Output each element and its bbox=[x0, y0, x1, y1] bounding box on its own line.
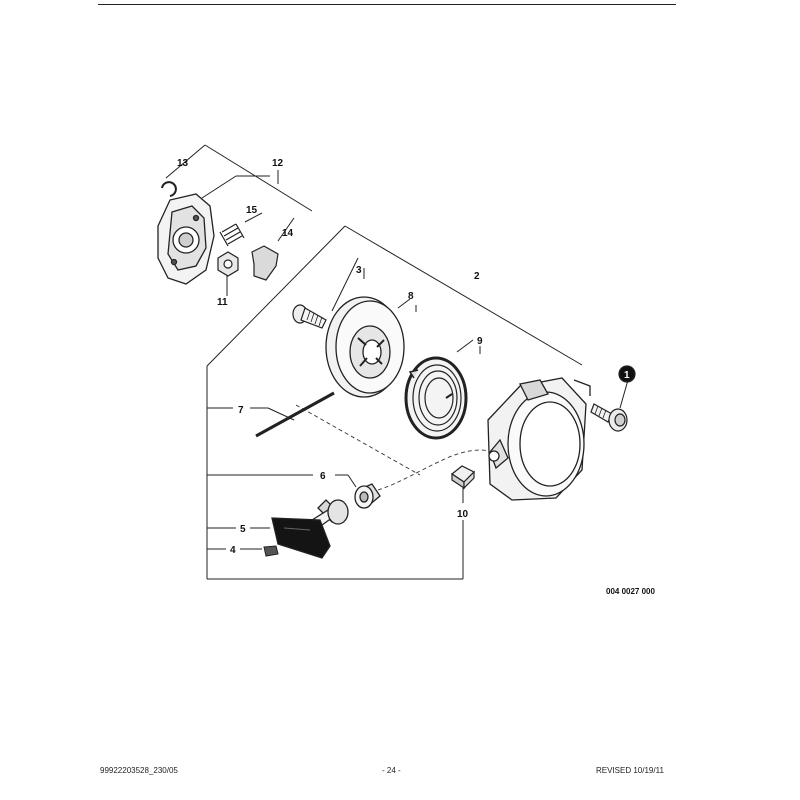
footer-part-number: 99922203528_230/05 bbox=[100, 766, 178, 775]
rope-part-7 bbox=[255, 391, 335, 438]
nut-part-11 bbox=[217, 251, 239, 277]
callout-13: 13 bbox=[177, 158, 189, 169]
pulley-part-8 bbox=[325, 296, 405, 398]
callout-7: 7 bbox=[238, 405, 244, 416]
insert-part-4 bbox=[263, 545, 279, 557]
callout-3: 3 bbox=[356, 265, 362, 276]
callout-9: 9 bbox=[477, 336, 483, 347]
figure-code: 004 0027 000 bbox=[606, 587, 655, 596]
callout-1: 1 bbox=[624, 370, 630, 381]
callout-14: 14 bbox=[282, 228, 294, 239]
pulley-plate-part-12 bbox=[157, 193, 215, 285]
pawl-part-14 bbox=[251, 245, 279, 281]
starter-housing-part-2 bbox=[487, 377, 591, 501]
callout-8: 8 bbox=[408, 291, 414, 302]
callout-10: 10 bbox=[457, 509, 469, 520]
callout-2: 2 bbox=[474, 271, 480, 282]
handle-part-5 bbox=[271, 499, 349, 559]
bolt-part-1 bbox=[590, 365, 636, 432]
bushing-part-6 bbox=[354, 483, 381, 509]
callout-11: 11 bbox=[217, 297, 228, 308]
top-rule bbox=[98, 4, 676, 5]
recoil-spring-part-9 bbox=[404, 356, 468, 440]
spring-part-15 bbox=[219, 223, 245, 247]
callout-12: 12 bbox=[272, 158, 284, 169]
callout-labels: 13 12 15 14 11 3 2 8 9 7 6 10 5 4 1 bbox=[177, 158, 630, 556]
callout-4: 4 bbox=[230, 545, 236, 556]
screw-part-3 bbox=[292, 304, 327, 329]
clip-part-13 bbox=[161, 181, 177, 197]
footer-revision: REVISED 10/19/11 bbox=[596, 766, 664, 775]
leader-lines bbox=[165, 144, 583, 580]
callout-5: 5 bbox=[240, 524, 246, 535]
square-nut-part-10 bbox=[450, 465, 476, 490]
callout-15: 15 bbox=[246, 205, 258, 216]
footer-page-number: - 24 - bbox=[382, 766, 401, 775]
circled-callout-marker bbox=[618, 365, 636, 383]
rope-route-lines bbox=[295, 404, 501, 491]
callout-6: 6 bbox=[320, 471, 326, 482]
